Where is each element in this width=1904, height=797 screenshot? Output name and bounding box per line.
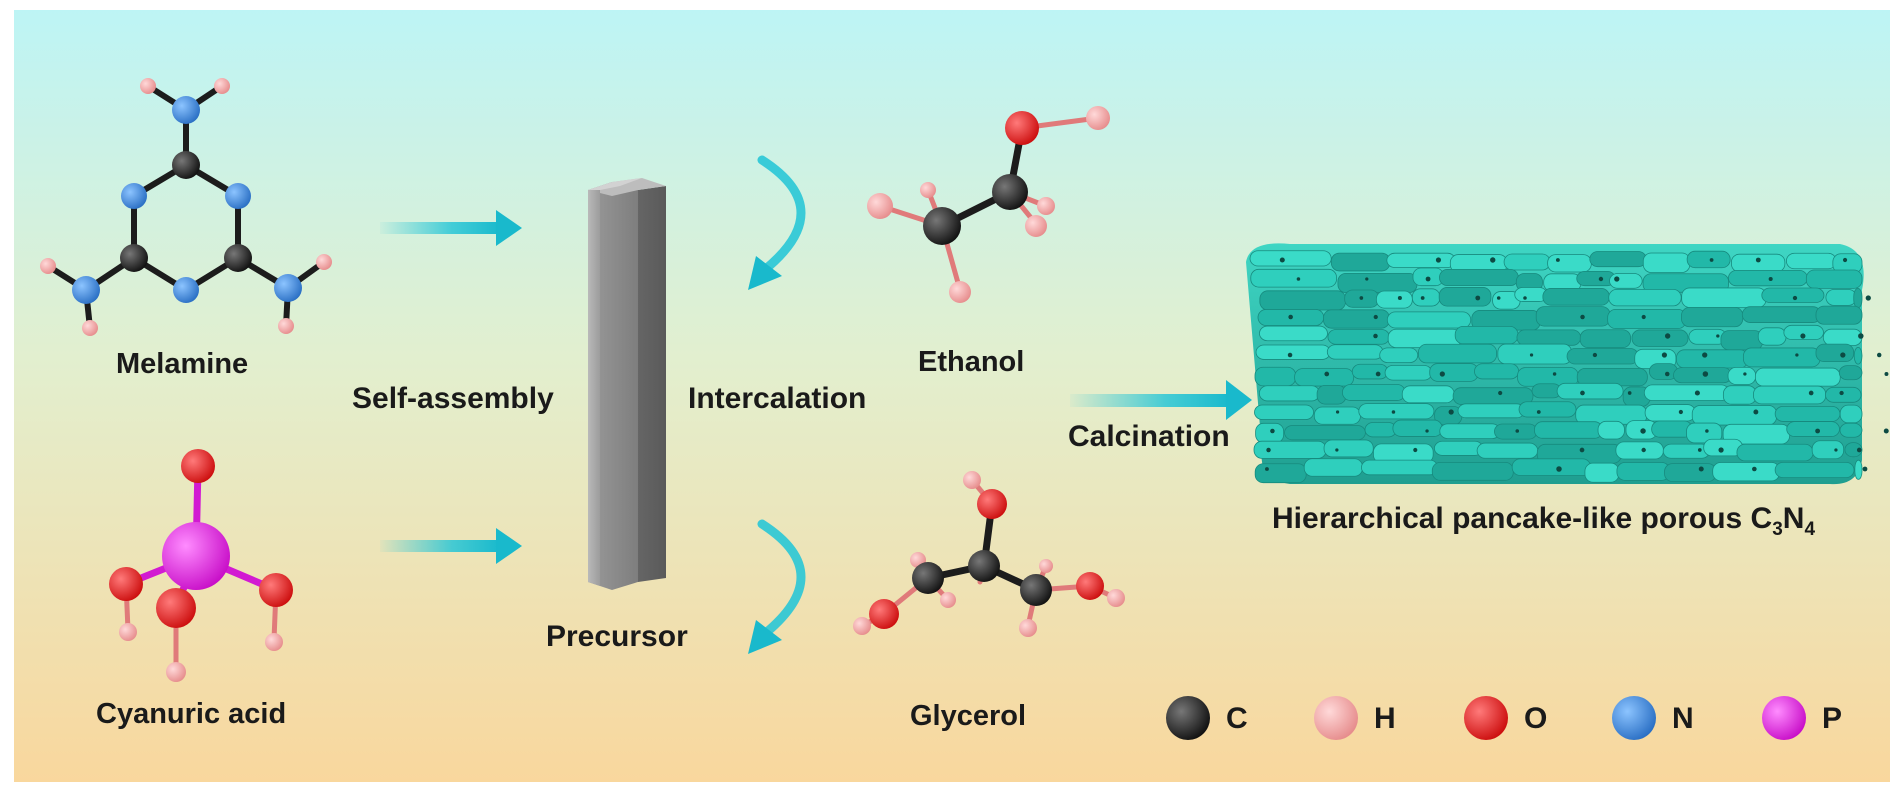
legend-c-icon bbox=[1166, 696, 1210, 740]
legend-h-icon bbox=[1314, 696, 1358, 740]
melamine-atoms bbox=[40, 78, 332, 336]
legend-p-label: P bbox=[1822, 702, 1843, 735]
cyanuric-acid-label: Cyanuric acid bbox=[96, 698, 287, 730]
precursor-label: Precursor bbox=[546, 620, 688, 653]
ethanol-atoms bbox=[867, 106, 1110, 303]
product-sub-3: 3 bbox=[1772, 519, 1783, 540]
product-label: Hierarchical pancake-like porous C3N4 bbox=[1272, 502, 1815, 540]
cyanuric-acid-atoms bbox=[109, 449, 293, 682]
ethanol-label: Ethanol bbox=[918, 346, 1025, 378]
legend-c-label: C bbox=[1226, 702, 1248, 735]
intercalation-label: Intercalation bbox=[688, 382, 867, 415]
product-sub-4: 4 bbox=[1804, 519, 1816, 540]
arrow-cyanuric-to-precursor bbox=[380, 528, 522, 564]
precursor-rod bbox=[588, 178, 666, 590]
legend-n-icon bbox=[1612, 696, 1656, 740]
product-label-main: Hierarchical pancake-like porous C bbox=[1272, 502, 1773, 535]
curved-arrow-bottom bbox=[748, 519, 806, 654]
legend-h-label: H bbox=[1374, 702, 1396, 735]
arrow-melamine-to-precursor bbox=[380, 210, 522, 246]
product-label-n: N bbox=[1782, 502, 1805, 535]
legend-p-icon bbox=[1762, 696, 1806, 740]
legend-o-label: O bbox=[1524, 702, 1548, 735]
self-assembly-label: Self-assembly bbox=[352, 382, 554, 415]
curved-arrow-top bbox=[748, 155, 806, 290]
calcination-label: Calcination bbox=[1068, 420, 1230, 453]
legend-n-label: N bbox=[1672, 702, 1694, 735]
glycerol-atoms bbox=[853, 471, 1125, 637]
legend-o-icon bbox=[1464, 696, 1508, 740]
glycerol-label: Glycerol bbox=[910, 700, 1027, 732]
melamine-label: Melamine bbox=[116, 348, 249, 380]
arrow-calcination bbox=[1070, 380, 1252, 420]
porous-c3n4-pancake bbox=[1246, 243, 1889, 485]
legend-atoms bbox=[1166, 696, 1806, 740]
